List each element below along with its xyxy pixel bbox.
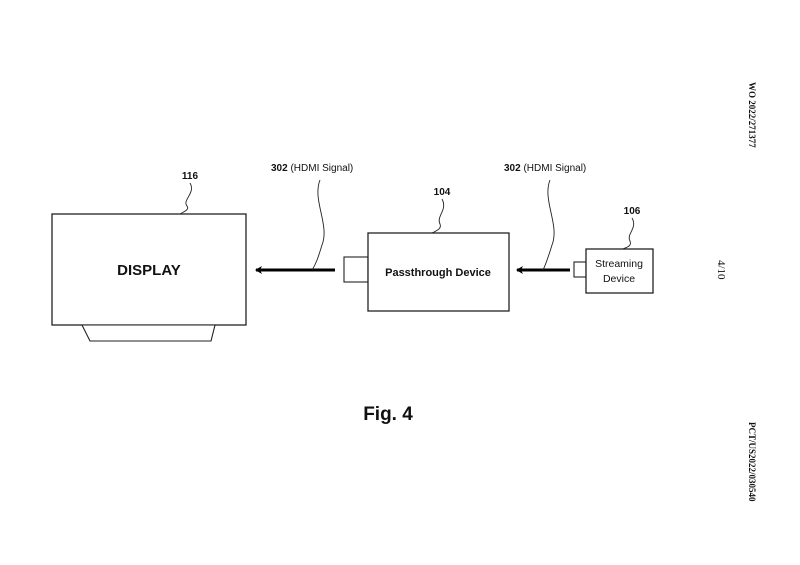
signal-left-leader-line <box>311 179 325 271</box>
passthrough-ref: 104 <box>434 187 451 198</box>
passthrough-connector <box>343 256 369 283</box>
display-ref: 116 <box>182 171 199 182</box>
streaming-label-line1: Streaming <box>595 258 643 270</box>
display-leader-line <box>179 182 192 215</box>
passthrough-device: Passthrough Device <box>343 232 510 312</box>
publication-number: WO 2022/271377 <box>747 82 757 148</box>
passthrough-label: Passthrough Device <box>385 267 491 279</box>
signal-left-label: 302 (HDMI Signal) <box>271 163 353 174</box>
application-number: PCT/US2022/030540 <box>747 422 757 502</box>
streaming-ref: 106 <box>624 206 641 217</box>
display-device: DISPLAY <box>51 213 247 342</box>
figure-caption: Fig. 4 <box>363 404 413 425</box>
passthrough-leader-line <box>431 198 445 234</box>
signal-right-label: 302 (HDMI Signal) <box>504 163 586 174</box>
display-label: DISPLAY <box>117 262 181 279</box>
streaming-connector <box>573 261 587 278</box>
signal-right-leader-line <box>542 179 555 271</box>
streaming-label-line2: Device <box>603 273 635 285</box>
streaming-leader-line <box>622 217 635 250</box>
streaming-device: Streaming Device <box>573 248 654 294</box>
display-stand <box>81 324 216 342</box>
sheet-number: 4/10 <box>715 260 727 280</box>
